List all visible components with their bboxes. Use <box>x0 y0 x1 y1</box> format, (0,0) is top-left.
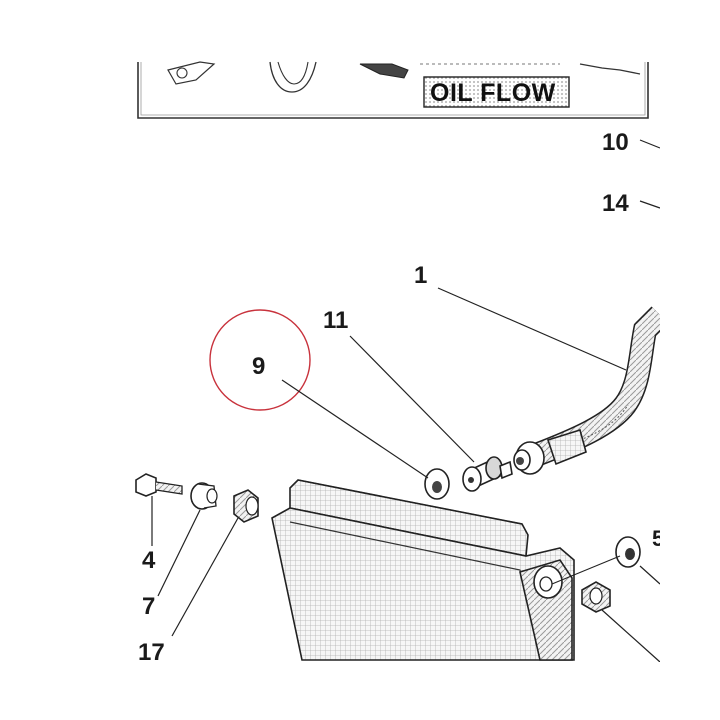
callout-7: 7 <box>142 509 201 620</box>
highlight-circle <box>209 309 311 411</box>
callout-17: 17 <box>138 517 239 666</box>
svg-text:7: 7 <box>142 593 155 620</box>
oil-flow-label-box <box>423 76 570 108</box>
oil-flow-label: OIL FLOW <box>430 79 556 107</box>
svg-text:1: 1 <box>414 262 427 289</box>
svg-text:14: 14 <box>602 190 629 217</box>
right-spacer-bush <box>581 581 661 663</box>
svg-text:4: 4 <box>142 547 156 574</box>
right-grommet <box>615 536 661 585</box>
spacer-bush-left <box>233 489 259 523</box>
oil-flow-inset: OIL FLOW <box>137 61 649 119</box>
inset-fitting-sketch <box>167 61 216 85</box>
hose-end-fitting <box>513 428 587 475</box>
mounting-bolt <box>135 473 183 497</box>
right-mount-axis <box>551 555 621 585</box>
oil-flow-arrow-sketch <box>359 63 641 79</box>
svg-text:10: 10 <box>602 129 629 156</box>
svg-text:9: 9 <box>252 353 265 380</box>
inset-hose-sketch <box>269 61 317 93</box>
svg-text:11: 11 <box>323 307 348 334</box>
callout-4: 4 <box>142 496 156 574</box>
svg-text:17: 17 <box>138 639 165 666</box>
callout-9: 9 <box>209 309 429 479</box>
rubber-grommet <box>190 482 218 510</box>
callout-10: 10 <box>602 129 661 156</box>
oil-radiator <box>271 479 575 661</box>
callout-11: 11 <box>323 307 475 463</box>
callout-1: 1 <box>414 262 627 371</box>
callout-14: 14 <box>602 190 661 217</box>
sealing-washer <box>424 468 450 500</box>
union-fitting <box>462 456 513 492</box>
oil-hose <box>531 306 669 467</box>
